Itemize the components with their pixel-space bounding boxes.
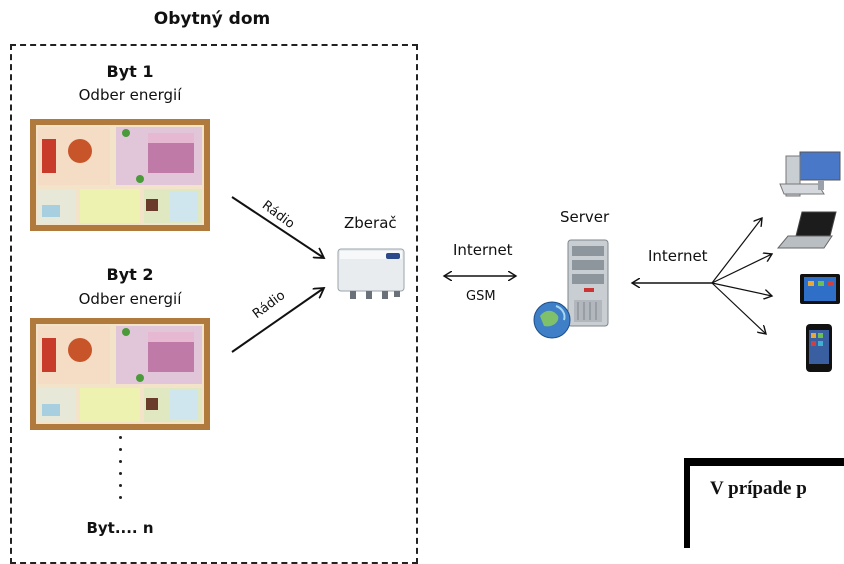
note-box-border bbox=[684, 458, 690, 548]
connection-arrows bbox=[231, 196, 844, 353]
floor-plan-2-image bbox=[30, 318, 210, 430]
apartment-n-name: Byt.... n bbox=[86, 519, 154, 537]
floor-plan-1-image bbox=[30, 119, 210, 231]
laptop-icon bbox=[776, 211, 837, 249]
note-box bbox=[684, 458, 844, 548]
building-title: Obytný dom bbox=[153, 9, 271, 29]
tablet-icon bbox=[800, 274, 840, 304]
collector-label: Zberač bbox=[344, 214, 397, 232]
desktop-computer-icon bbox=[779, 151, 841, 197]
note-text: V prípade p bbox=[710, 478, 807, 499]
client-devices bbox=[776, 151, 841, 372]
smartphone-icon bbox=[806, 324, 832, 372]
more-apartments-ellipsis bbox=[116, 436, 124, 506]
server-icon bbox=[533, 239, 609, 339]
internet-link-label-2: Internet bbox=[648, 247, 708, 265]
collector-device-icon bbox=[337, 248, 405, 299]
server-label: Server bbox=[560, 208, 610, 226]
apartment-1-name: Byt 1 bbox=[106, 62, 154, 81]
internet-link-label-1: Internet bbox=[453, 241, 513, 259]
gsm-link-label: GSM bbox=[466, 289, 496, 304]
apartment-1-subtitle: Odber energií bbox=[78, 86, 182, 104]
apartment-2-subtitle: Odber energií bbox=[78, 290, 182, 308]
apartment-2-name: Byt 2 bbox=[106, 265, 154, 284]
